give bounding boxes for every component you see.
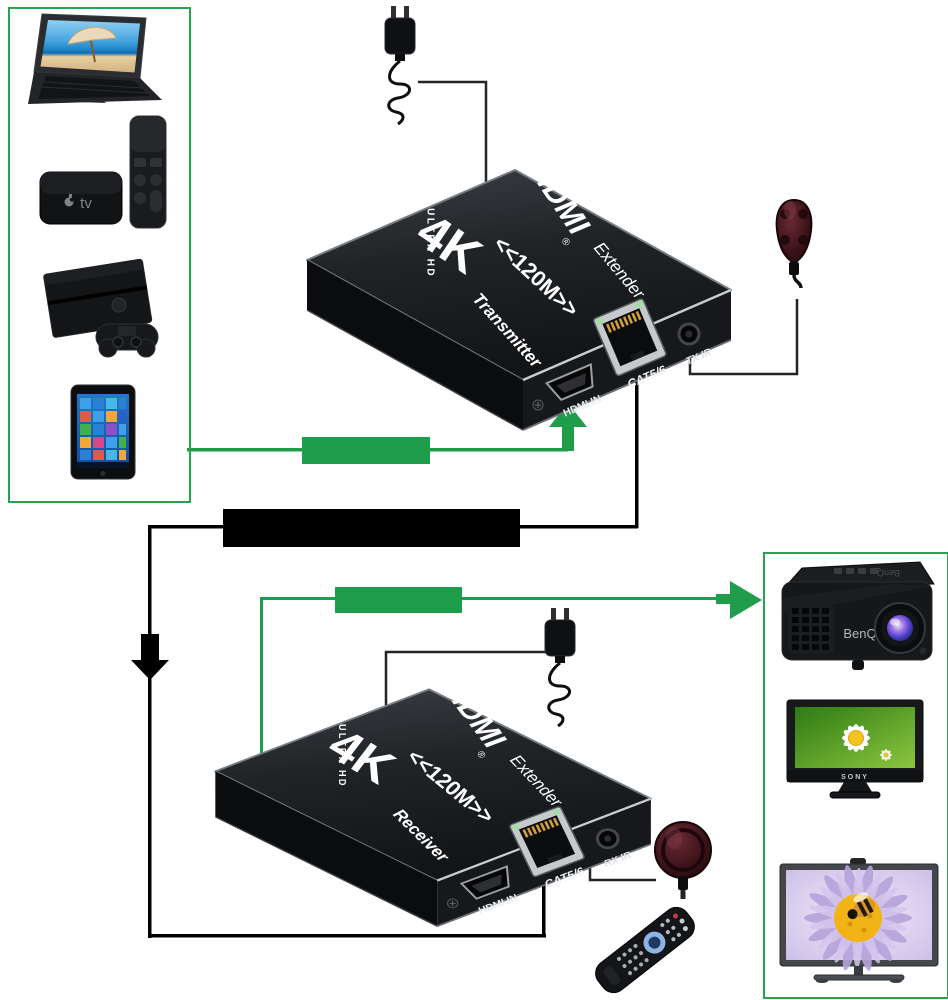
led-tv-image — [779, 858, 939, 983]
hdmi-arrow-stem — [716, 594, 734, 604]
sony-brand-label: SONY — [841, 774, 869, 781]
rx-ir-receiver — [654, 821, 712, 899]
hdmi-cable-bar — [335, 587, 462, 613]
tablet-home-button — [100, 471, 106, 476]
tx-ir-wire — [688, 299, 799, 376]
windows-tablet-image — [70, 384, 136, 480]
ir-remote-control — [595, 906, 695, 994]
cat-cable-line — [148, 934, 546, 938]
remote-power-button — [673, 913, 679, 919]
power-cable — [387, 59, 411, 126]
laptop-image — [28, 13, 162, 104]
tv-stand — [829, 791, 881, 799]
transmitter-power-wire — [418, 80, 488, 184]
daisy-bud — [880, 749, 892, 761]
ultra-hd-badge: ULTRA HD — [424, 208, 435, 278]
daisy-flower — [842, 724, 870, 752]
cat-cable-bar — [223, 509, 520, 547]
receiver-unit: 4K ULTRA HD HDMI ® Extender <<120M>> Rec… — [214, 682, 652, 927]
apple-tv-remote-image — [129, 115, 167, 229]
ps4-image — [43, 258, 159, 358]
remote-touchpad — [130, 116, 166, 152]
panel-screw — [532, 399, 544, 411]
hdmi-cable-source-to-transmitter — [187, 403, 587, 464]
projector-foot — [852, 660, 864, 670]
cat-cable-line — [635, 378, 639, 528]
ultra-hd-badge: ULTRA HD — [336, 724, 348, 788]
apple-tv-box-image: tv — [39, 171, 123, 225]
speaker-grille — [788, 604, 834, 654]
hdmi-arrow-up-icon — [549, 403, 587, 427]
tx-ir-emitter — [775, 198, 813, 289]
windows-start-tiles — [80, 398, 126, 460]
cat-arrow-stem — [141, 634, 159, 662]
ps4-controller — [95, 323, 159, 358]
transmitter-power-adapter — [384, 6, 416, 126]
source-devices-box — [8, 7, 191, 503]
projector-brand-label: BenQ — [843, 626, 876, 641]
receiver-power-adapter — [544, 608, 576, 728]
cat-cable-line — [542, 872, 546, 936]
hdmi-cable-line — [260, 597, 263, 755]
hdmi-cable-bar — [302, 437, 430, 464]
hdmi-arrow-stem — [562, 424, 574, 451]
hdmi-cable-line — [260, 597, 733, 600]
projector-top-logo: BenQ — [877, 568, 900, 578]
cat-cable-line — [148, 525, 152, 938]
transmitter-unit: 4K ULTRA HD HDMI ® Extender <<120M>> Tra… — [306, 162, 732, 431]
tv-camera — [850, 858, 866, 865]
tv-stand — [813, 974, 905, 981]
sony-tv-image: SONY — [786, 699, 924, 799]
cat-cable-transmitter-to-receiver — [131, 378, 639, 938]
ps-logo-icon — [111, 297, 127, 313]
hdmi-cable-receiver-to-displays — [260, 581, 762, 755]
purple-flower-with-bee — [804, 865, 912, 971]
cat-arrow-down-icon — [131, 660, 169, 680]
benq-projector-image: BenQ BenQ — [781, 561, 935, 670]
beach-umbrella-icon — [67, 26, 117, 63]
cat56-port: CAT5/6 — [593, 298, 668, 391]
laptop-beach-wallpaper — [40, 20, 140, 73]
registered-mark: ® — [474, 749, 488, 760]
bee-icon — [847, 892, 876, 920]
ps4-console — [43, 258, 153, 338]
apple-tv-label: tv — [80, 195, 92, 212]
power-cable — [547, 661, 571, 728]
projector-lens — [874, 602, 926, 654]
hdmi-arrow-right-icon — [730, 581, 762, 619]
panel-screw — [446, 898, 459, 909]
apple-logo-icon — [64, 193, 75, 207]
receiver-power-wire — [384, 650, 556, 706]
